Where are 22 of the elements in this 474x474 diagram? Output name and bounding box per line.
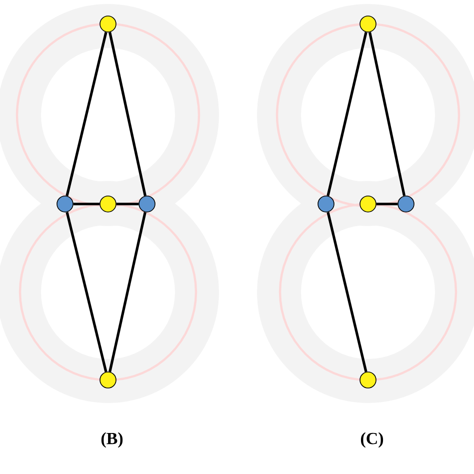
panel-label: (B)	[101, 432, 123, 448]
edge-line	[108, 212, 146, 372]
edge-line	[326, 212, 368, 372]
edge-line	[368, 32, 406, 196]
vertex-dot	[360, 372, 376, 388]
edge-line	[66, 32, 108, 196]
edge-line	[116, 202, 139, 206]
edge-line	[73, 202, 100, 206]
edge-line	[326, 32, 368, 196]
vertex-dot	[398, 196, 414, 212]
vertex-dot	[56, 196, 74, 212]
vertex-dot	[360, 16, 376, 32]
vertex-dot	[100, 372, 116, 388]
vertex-dot	[360, 196, 376, 212]
edge-line	[108, 32, 146, 196]
vertex-dot	[100, 196, 116, 212]
panel-label: (C)	[360, 432, 384, 448]
edge-line	[376, 202, 398, 206]
vertex-dot	[318, 196, 334, 212]
vertex-dot	[100, 16, 116, 32]
vertex-dot	[138, 196, 156, 212]
edge-line	[66, 212, 108, 372]
